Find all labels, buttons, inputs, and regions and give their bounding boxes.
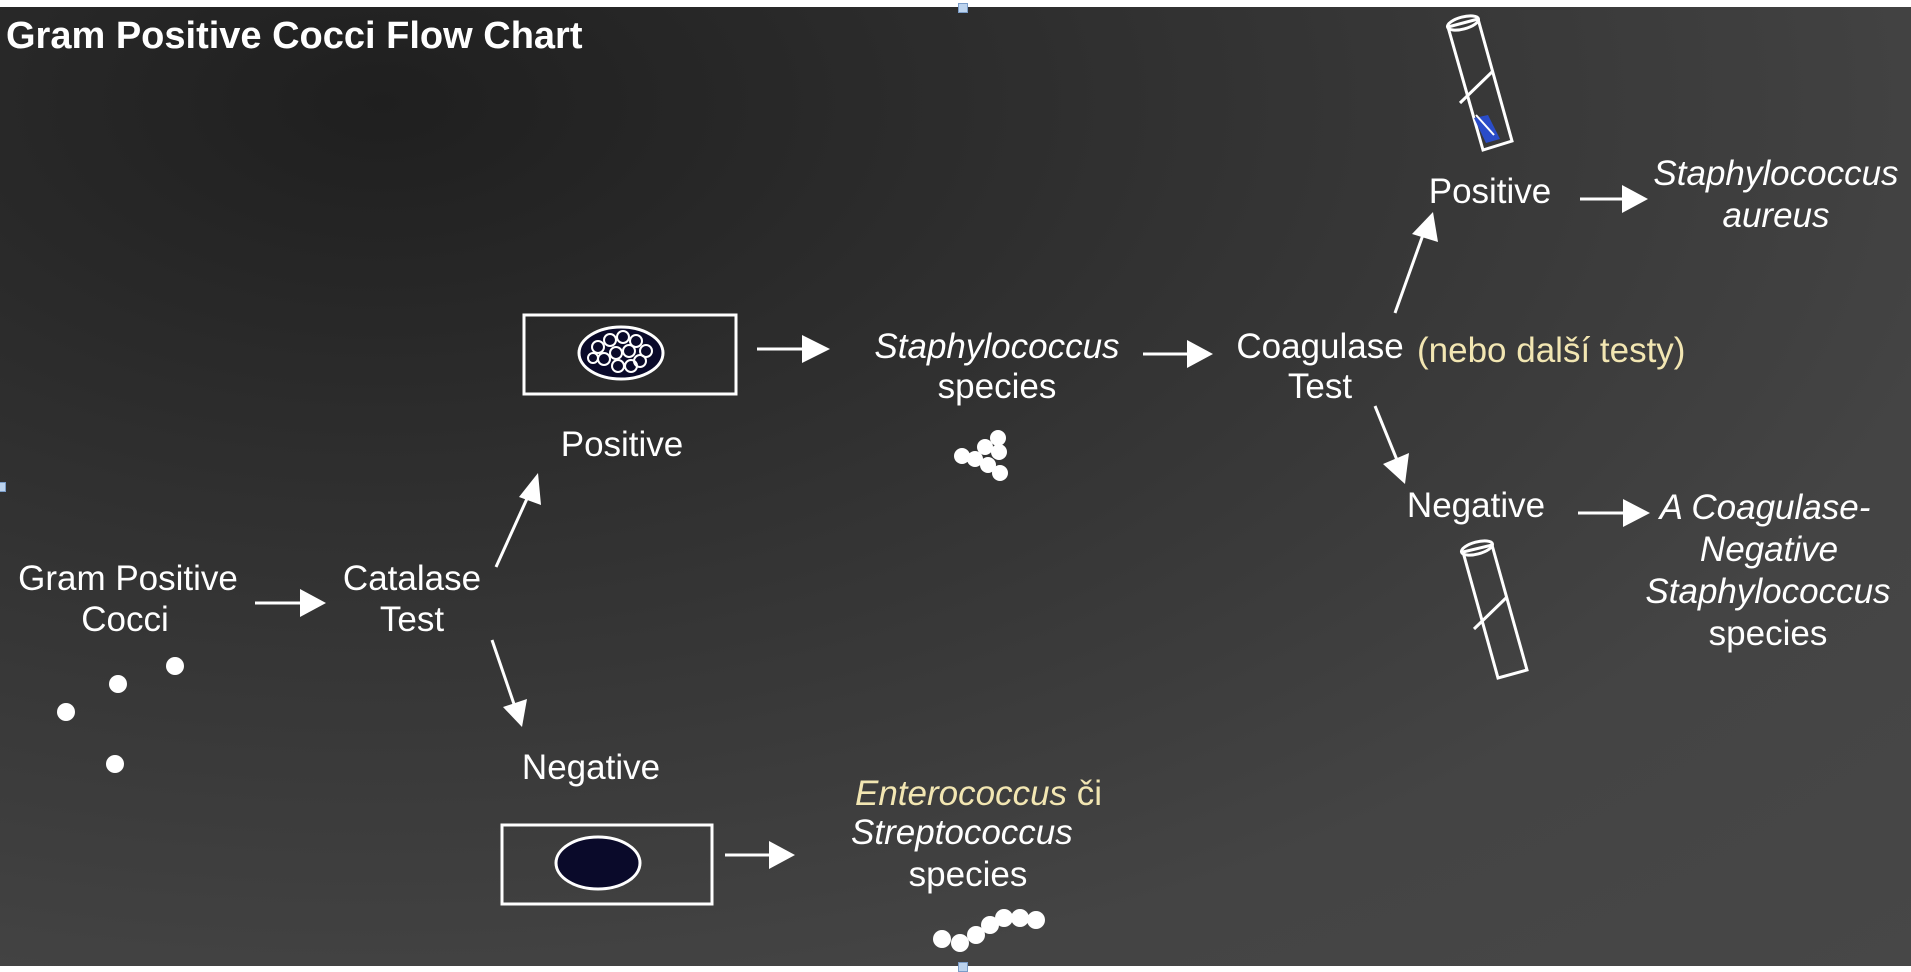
arrow-icon bbox=[494, 473, 541, 568]
cons-label-line4: species bbox=[1709, 614, 1828, 653]
arrow-icon bbox=[255, 589, 326, 617]
flowchart-canvas: Gram Positive Cocci Flow Chart Gram Posi… bbox=[0, 7, 1911, 966]
strep-chain-icon bbox=[933, 909, 1045, 952]
staph-label-line1: Staphylococcus bbox=[874, 327, 1119, 366]
aureus-label-line2: aureus bbox=[1722, 196, 1829, 235]
cons-label-line3: Staphylococcus bbox=[1645, 572, 1890, 611]
arrow-icon bbox=[1393, 212, 1438, 314]
arrow-icon bbox=[1143, 340, 1213, 368]
cons-label-line1: A Coagulase- bbox=[1658, 488, 1871, 527]
cocci-dots-icon bbox=[57, 657, 184, 773]
catalase-label-line1: Catalase bbox=[343, 559, 481, 598]
flowchart-diagram: Gram Positive Cocci Flow Chart Gram Posi… bbox=[6, 14, 1899, 952]
staph-label-line2: species bbox=[938, 367, 1057, 406]
arrow-icon bbox=[725, 841, 795, 869]
catalase-negative-label: Negative bbox=[522, 748, 660, 787]
start-label-line1: Gram Positive bbox=[18, 559, 238, 598]
arrow-icon bbox=[1373, 405, 1409, 484]
coagulase-negative-label: Negative bbox=[1407, 486, 1545, 525]
catalase-label-line2: Test bbox=[380, 600, 444, 639]
test-tube-no-clot-icon bbox=[1459, 539, 1529, 680]
staph-cluster-icon bbox=[954, 430, 1008, 481]
arrow-icon bbox=[1580, 185, 1648, 213]
arrow-icon bbox=[757, 335, 830, 363]
entero-label-line1: Enterococcus či bbox=[855, 774, 1102, 813]
page-title: Gram Positive Cocci Flow Chart bbox=[6, 15, 583, 57]
coagulase-note: (nebo další testy) bbox=[1417, 331, 1685, 370]
catalase-no-bubbles-slide-icon bbox=[500, 823, 714, 906]
arrow-icon bbox=[1578, 499, 1650, 527]
catalase-positive-label: Positive bbox=[561, 425, 684, 464]
cons-label-line2: Negative bbox=[1700, 530, 1838, 569]
selection-handle-bottom[interactable] bbox=[958, 962, 968, 972]
coagulase-positive-label: Positive bbox=[1429, 172, 1552, 211]
coagulase-label-line2: Test bbox=[1288, 367, 1352, 406]
selection-handle-left[interactable] bbox=[0, 482, 6, 492]
strep-label-line3: species bbox=[909, 855, 1028, 894]
aureus-label-line1: Staphylococcus bbox=[1653, 154, 1898, 193]
ci-text: či bbox=[1067, 774, 1102, 813]
strep-label-line2: Streptococcus bbox=[851, 813, 1073, 852]
start-label-line2: Cocci bbox=[81, 600, 169, 639]
coagulase-label-line1: Coagulase bbox=[1236, 327, 1403, 366]
catalase-bubbles-slide-icon bbox=[522, 313, 738, 396]
selection-handle-top[interactable] bbox=[958, 3, 968, 13]
enterococcus-text: Enterococcus bbox=[855, 774, 1067, 813]
arrow-icon bbox=[490, 639, 527, 727]
test-tube-clot-icon bbox=[1445, 14, 1514, 152]
